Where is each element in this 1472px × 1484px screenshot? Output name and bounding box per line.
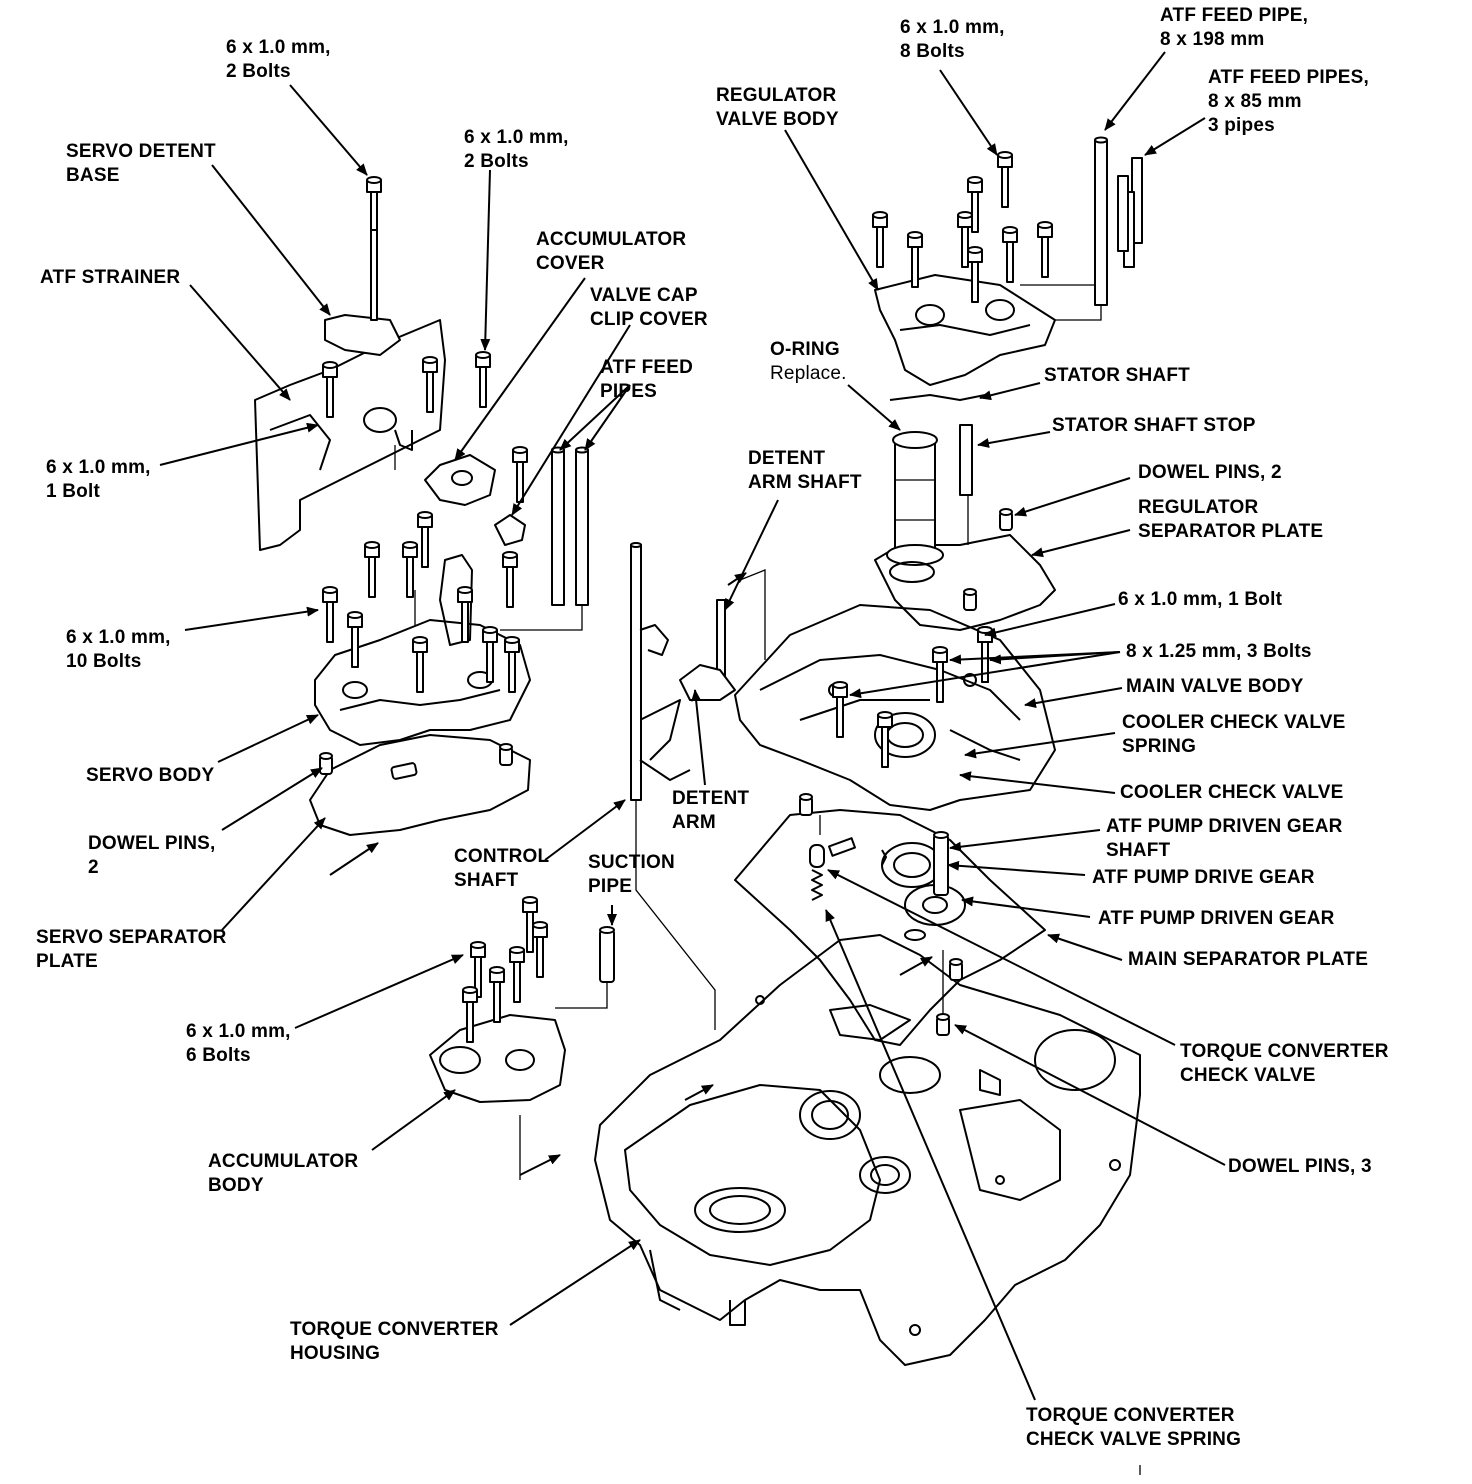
atf-pump-gears-part: [881, 831, 966, 941]
valve-cap-clip-cover-part: [494, 514, 526, 546]
label-dowel-pins-3: DOWEL PINS, 3: [1228, 1156, 1372, 1177]
servo-body-part: [314, 511, 531, 746]
servo-detent-base-part: [324, 176, 401, 356]
torque-converter-housing-part: [594, 934, 1141, 1366]
label-atf-pump-drive-gear: ATF PUMP DRIVE GEAR: [1092, 867, 1315, 888]
label-main-separator-plate: MAIN SEPARATOR PLATE: [1128, 949, 1369, 970]
label-servo-body: SERVO BODY: [86, 765, 215, 786]
label-atf-strainer: ATF STRAINER: [40, 267, 181, 288]
label-stator-shaft: STATOR SHAFT: [1044, 365, 1190, 386]
stator-shaft-part: [886, 394, 986, 583]
label-main-valve-body: MAIN VALVE BODY: [1126, 676, 1304, 697]
atf-feed-pipes-left-part: [500, 446, 589, 631]
leader-lines: [159, 51, 1226, 1401]
accumulator-body-part: [429, 896, 566, 1103]
label-atf-pump-driven-gear: ATF PUMP DRIVEN GEAR: [1098, 908, 1335, 929]
atf-feed-pipes-right-part: [1020, 136, 1143, 321]
label-cooler-check-valve: COOLER CHECK VALVE: [1120, 782, 1344, 803]
torque-converter-check-valve-spring-part: [809, 844, 825, 901]
label-bolts-6: 6 x 1.0 mm,6 Bolts: [186, 1021, 291, 1066]
label-bolts-2-top: 6 x 1.0 mm,2 Bolts: [226, 37, 331, 82]
suction-pipe-part: [555, 926, 615, 1009]
label-dowel-pins-2-right: DOWEL PINS, 2: [1138, 462, 1282, 483]
o-ring-note: Replace.: [770, 363, 847, 384]
label-bolts-3-125: 8 x 1.25 mm, 3 Bolts: [1126, 641, 1312, 662]
main-valve-body-part: [734, 604, 1056, 811]
stator-shaft-stop-part: [959, 424, 973, 496]
detent-arm-part: [639, 569, 766, 761]
accumulator-cover-part: [424, 351, 496, 506]
servo-separator-plate-part: [309, 734, 531, 836]
label-bolt-1-left: 6 x 1.0 mm,1 Bolt: [46, 457, 151, 502]
regulator-separator-plate-part: [874, 534, 1056, 631]
label-atf-feed-pipe-198: ATF FEED PIPE,8 x 198 mm: [1160, 5, 1309, 50]
label-dowel-pins-2-left: DOWEL PINS,2: [88, 833, 216, 878]
regulator-valve-body-part: [872, 151, 1056, 386]
label-bolts-8: 6 x 1.0 mm,8 Bolts: [900, 17, 1005, 62]
control-shaft-part: [630, 542, 716, 1030]
label-bolts-10: 6 x 1.0 mm,10 Bolts: [66, 627, 171, 672]
label-stator-shaft-stop: STATOR SHAFT STOP: [1052, 415, 1256, 436]
label-bolts-2-mid: 6 x 1.0 mm,2 Bolts: [464, 127, 569, 172]
atf-strainer-part: [254, 319, 446, 551]
main-separator-plate-part: [734, 809, 1046, 1046]
label-bolt-1-right: 6 x 1.0 mm, 1 Bolt: [1118, 589, 1283, 610]
